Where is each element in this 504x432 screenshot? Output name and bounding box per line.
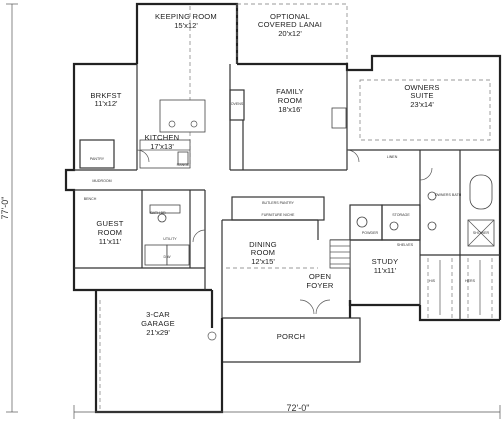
hers-closet-label: HERS xyxy=(465,279,476,283)
washer-dryer-label: D W xyxy=(164,255,172,259)
keeping-room-size: 15'x12' xyxy=(174,21,198,30)
garage-name-2: GARAGE xyxy=(141,319,175,328)
shelves-label: SHELVES xyxy=(397,243,414,247)
pantry-label: PANTRY xyxy=(90,157,105,161)
dining-room-name-1: DINING xyxy=(249,240,277,249)
fixtures xyxy=(79,6,491,410)
owners-suite-name-1: OWNERS xyxy=(404,83,439,92)
family-room-name-2: ROOM xyxy=(278,96,302,105)
bath-label: BATH BR xyxy=(150,211,166,215)
his-closet-label: HIS xyxy=(429,279,436,283)
dining-room-size: 12'x15' xyxy=(251,257,275,266)
foyer-name-1: OPEN xyxy=(309,272,331,281)
butlers-pantry-label: BUTLERS PANTRY xyxy=(262,201,294,205)
exterior-walls xyxy=(64,2,502,414)
family-room-name-1: FAMILY xyxy=(276,87,304,96)
lanai-name-2: COVERED LANAI xyxy=(258,20,322,29)
owners-bath-label: OWNERS BATH xyxy=(435,193,462,197)
lanai-size: 20'x12' xyxy=(278,29,302,38)
mudroom-label: MUDROOM xyxy=(92,179,111,183)
kitchen-size: 17'x13' xyxy=(150,142,174,151)
range-label: RANGE xyxy=(177,163,190,167)
lanai-name-1: OPTIONAL xyxy=(270,12,310,21)
brkfst-name: BRKFST xyxy=(90,91,121,100)
storage-label: STORAGE xyxy=(392,213,410,217)
porch-name: PORCH xyxy=(277,332,305,341)
dimension-lines: 72'-0" 77'-0" xyxy=(0,3,501,419)
garage-size: 21'x29' xyxy=(146,328,170,337)
family-room-size: 18'x16' xyxy=(278,105,302,114)
room-labels: KEEPING ROOM 15'x12' OPTIONAL COVERED LA… xyxy=(90,12,439,341)
keeping-room-name: KEEPING ROOM xyxy=(155,12,217,21)
shower-label: SHOWER xyxy=(473,231,490,235)
owners-suite-name-2: SUITE xyxy=(410,91,433,100)
ovens-label: OVENS xyxy=(231,102,244,106)
overall-width-dim: 72'-0" xyxy=(287,403,310,413)
study-name: STUDY xyxy=(372,257,399,266)
utility-label: UTILITY xyxy=(163,237,177,241)
owners-suite-size: 23'x14' xyxy=(410,100,434,109)
powder-label: POWDER xyxy=(362,231,379,235)
guest-room-name-2: ROOM xyxy=(98,228,122,237)
brkfst-size: 11'x12' xyxy=(94,99,118,108)
kitchen-name: KITCHEN xyxy=(145,133,180,142)
detail-labels: PANTRY MUDROOM BENCH BATH BR UTILITY D W… xyxy=(84,102,490,283)
overall-depth-dim: 77'-0" xyxy=(0,197,10,220)
garage-name-1: 3-CAR xyxy=(146,310,170,319)
dining-room-name-2: ROOM xyxy=(251,248,275,257)
foyer-name-2: FOYER xyxy=(306,281,333,290)
furniture-niche-label: FURNITURE NICHE xyxy=(262,213,296,217)
study-size: 11'x11' xyxy=(374,266,397,275)
guest-room-size: 11'x11' xyxy=(99,237,122,246)
guest-room-name-1: GUEST xyxy=(96,219,123,228)
linen-label: LINEN xyxy=(387,155,398,159)
bench-label: BENCH xyxy=(84,197,97,201)
